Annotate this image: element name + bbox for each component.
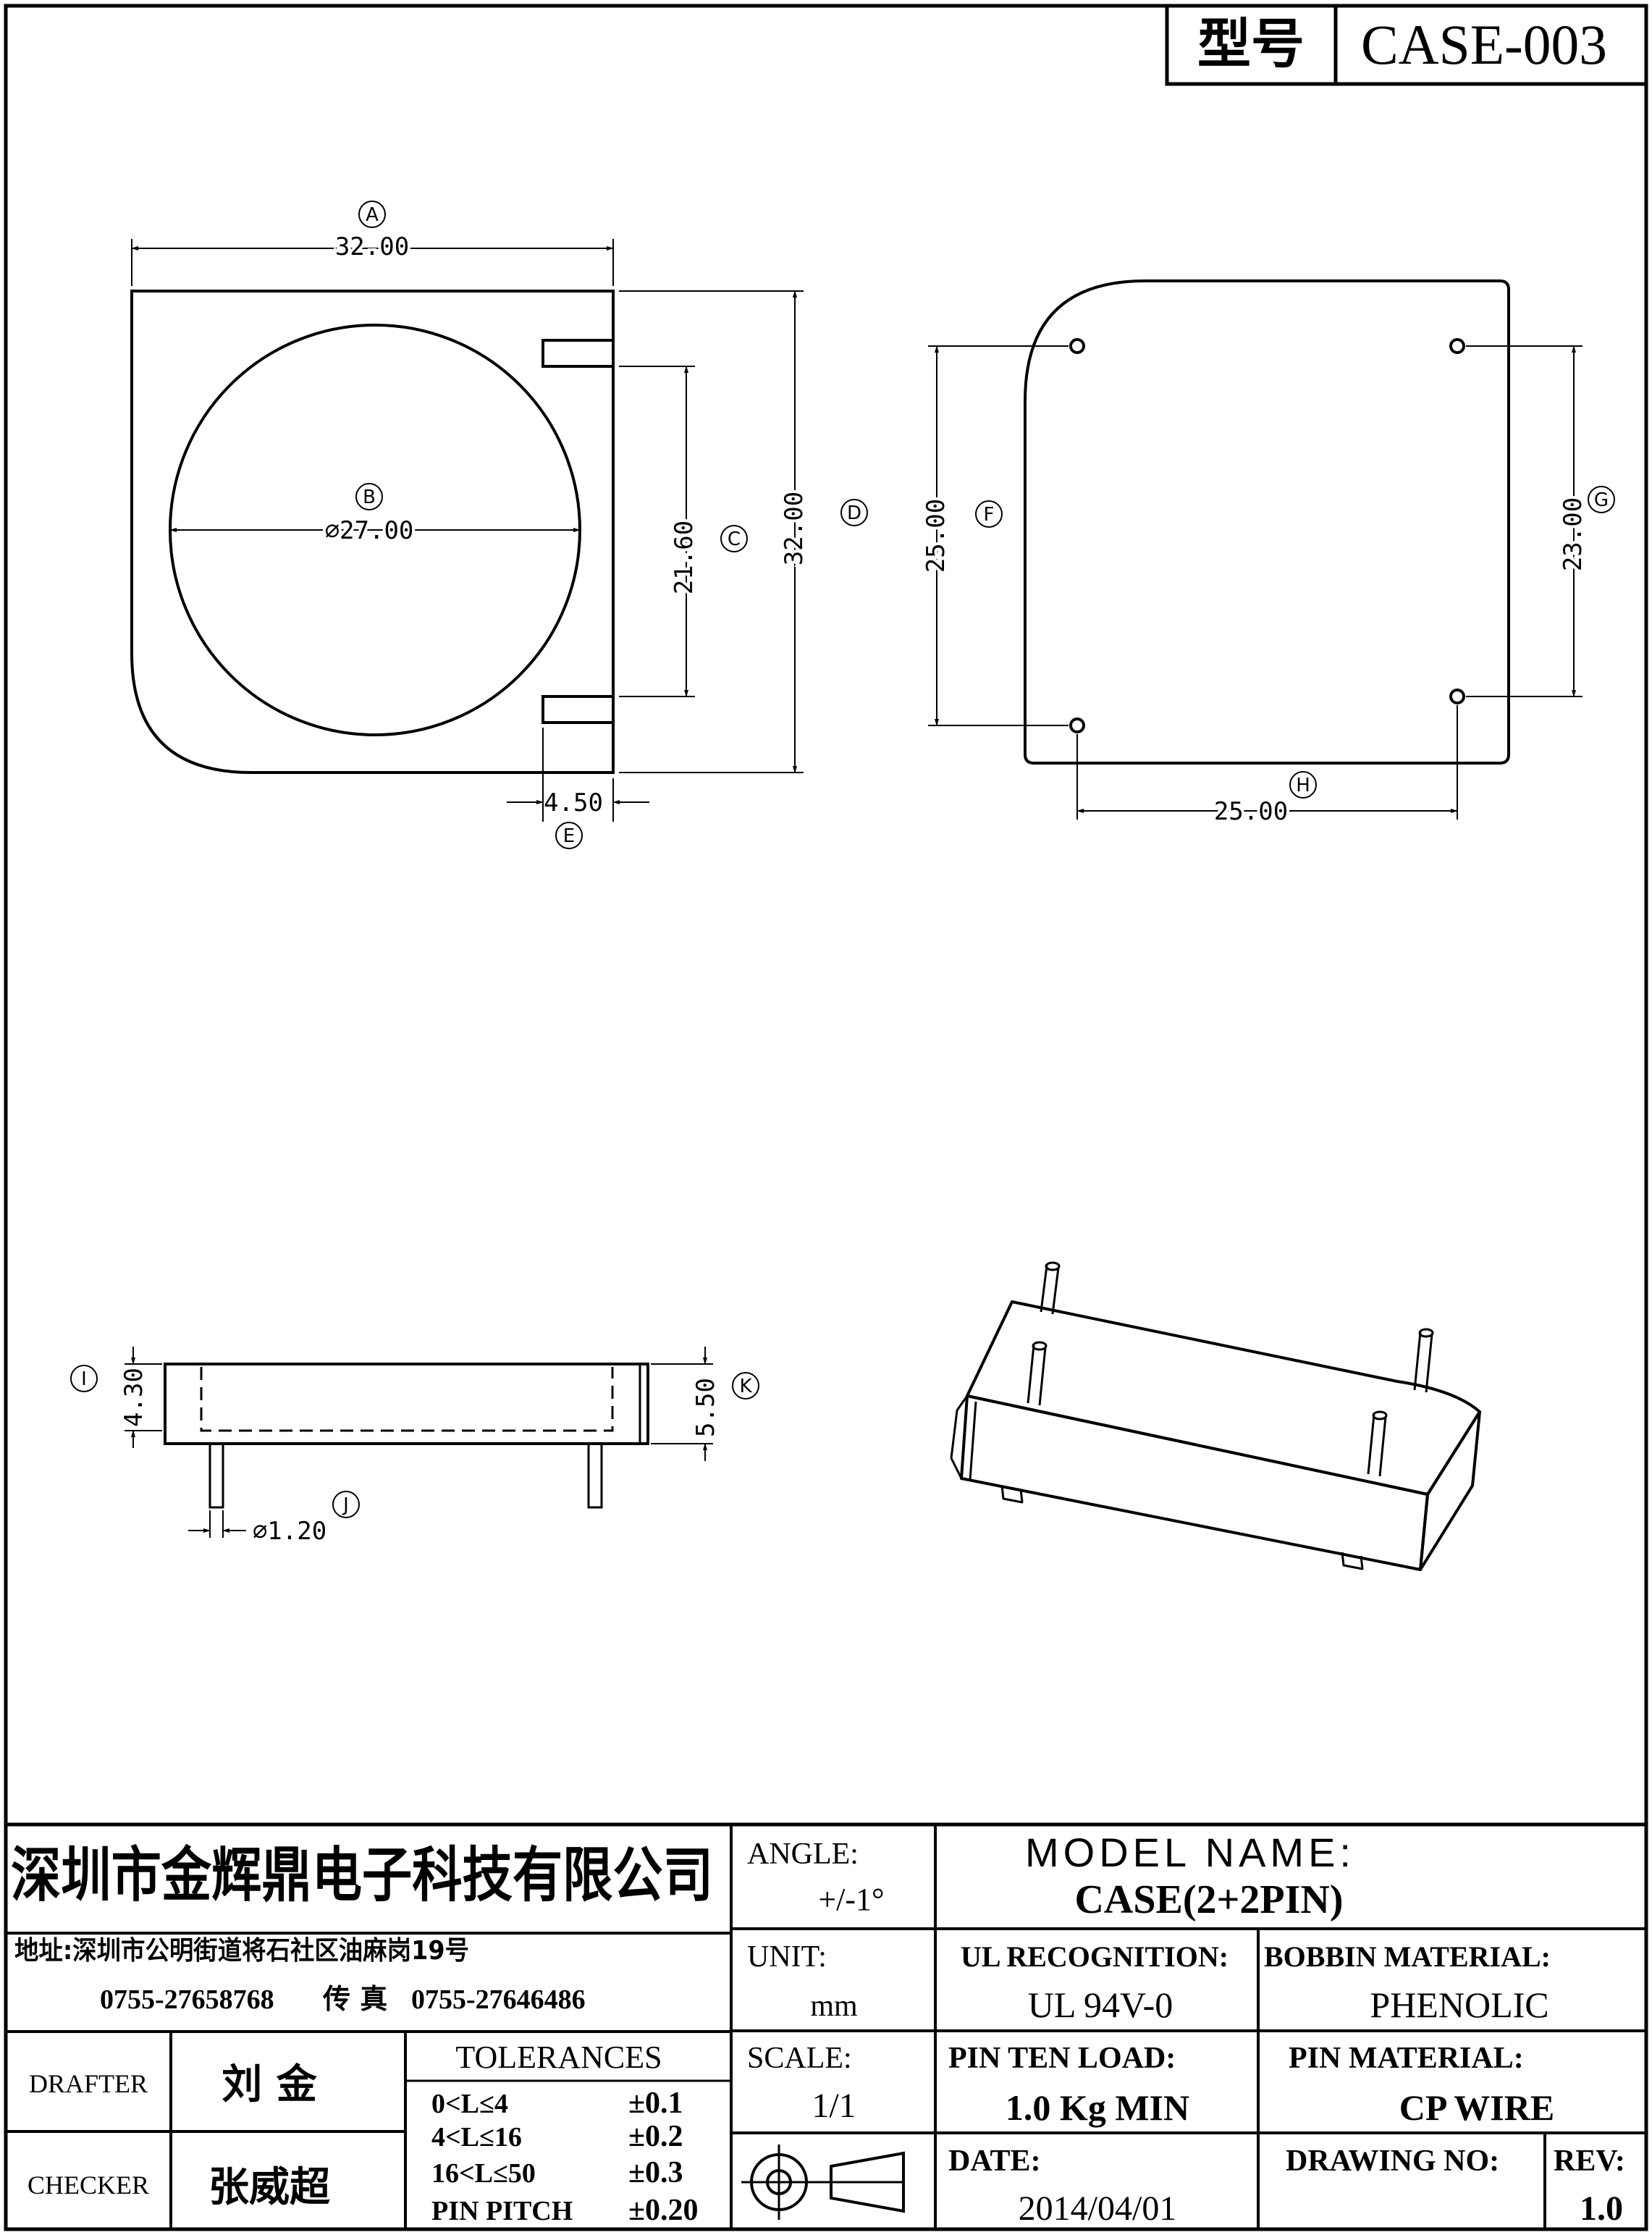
tolerance-range: 16<L≤50 (431, 2158, 536, 2189)
dim-B-value: ⌀27.00 (325, 516, 414, 545)
date-value: 2014/04/01 (1019, 2189, 1177, 2228)
bobbin-value: PHENOLIC (1370, 1984, 1548, 2025)
iso-notch-right (1341, 1552, 1364, 1570)
title-block (6, 1822, 1646, 2229)
sheet-border (4, 4, 1648, 2231)
tolerance-value: ±0.20 (628, 2194, 699, 2227)
scale-value: 1/1 (812, 2087, 856, 2125)
dim-C-letter: C (728, 529, 741, 550)
ul-label: UL RECOGNITION: (961, 1940, 1229, 1973)
tolerance-value: ±0.3 (628, 2156, 683, 2189)
tolerance-table: 0<L≤4 ±0.1 4<L≤16 ±0.2 16<L≤50 ±0.3 PIN … (431, 2087, 699, 2227)
unit-label: UNIT: (747, 1940, 827, 1974)
pin-load-value: 1.0 Kg MIN (1006, 2087, 1189, 2128)
bottom-view (1024, 279, 1510, 765)
tolerances-label: TOLERANCES (455, 2040, 662, 2075)
drafter-value: 刘 金 (222, 2061, 317, 2108)
pin-hole-top-right (1449, 338, 1465, 354)
bobbin-label: BOBBIN MATERIAL: (1264, 1940, 1551, 1973)
bottom-view-dimensions (928, 345, 1583, 820)
iso-front-face (960, 1394, 1429, 1571)
dim-H-value: 25.00 (1214, 797, 1288, 826)
tolerance-range: PIN PITCH (431, 2196, 573, 2226)
top-view-slot-lower (541, 695, 613, 724)
iso-left-face (950, 1394, 969, 1480)
dim-H-letter: H (1296, 775, 1310, 796)
dim-G-letter: G (1594, 489, 1609, 511)
tolerance-range: 4<L≤16 (431, 2122, 522, 2152)
checker-value: 张威超 (208, 2164, 331, 2211)
angle-label: ANGLE: (747, 1838, 859, 1871)
dim-A-value: 32.00 (335, 232, 409, 261)
dim-I-value: 4.30 (119, 1368, 148, 1427)
pin-hole-bottom-right (1449, 689, 1465, 704)
model-name-label: MODEL NAME: (1025, 1830, 1355, 1875)
pin-load-label: PIN TEN LOAD: (948, 2042, 1176, 2075)
pin-material-value: CP WIRE (1399, 2087, 1554, 2128)
dim-F-value: 25.00 (922, 499, 951, 573)
side-view-hidden-cavity (200, 1367, 614, 1432)
model-name-value: CASE(2+2PIN) (1074, 1877, 1343, 1922)
side-view-pin-right (587, 1442, 603, 1509)
dim-G-value: 23.00 (1559, 497, 1588, 571)
dim-J-letter: J (342, 1494, 349, 1516)
date-label: DATE: (948, 2144, 1041, 2178)
side-view-pin-left (208, 1442, 224, 1509)
dim-I-letter: I (81, 1368, 87, 1390)
bottom-view-outline (1024, 279, 1510, 765)
title-block-text: 深圳市金辉鼎电子科技有限公司 地址:深圳市公明街道将石社区油麻岗19号 0755… (11, 1830, 1625, 2228)
top-view-dimensions (131, 239, 804, 822)
company-name: 深圳市金辉鼎电子科技有限公司 (11, 1841, 713, 1910)
pin-material-label: PIN MATERIAL: (1289, 2042, 1524, 2075)
unit-value: mm (810, 1990, 858, 2023)
angle-value: +/-1° (818, 1882, 884, 1917)
iso-pins (1027, 1261, 1434, 1477)
pin-hole-bottom-left (1069, 717, 1085, 733)
top-view-slot-upper (541, 339, 613, 368)
model-value: CASE-003 (1361, 13, 1607, 76)
model-label: 型号 (1197, 13, 1305, 75)
isometric-view (950, 1261, 1481, 1571)
dim-D-value: 32.00 (780, 492, 809, 565)
dim-E-value: 4.50 (544, 788, 603, 817)
dim-C-value: 21.60 (670, 521, 699, 594)
projection-symbol-icon (741, 2144, 905, 2220)
top-view-outline (130, 290, 615, 774)
side-view-dimensions (125, 1347, 713, 1538)
tolerance-value: ±0.1 (628, 2087, 683, 2120)
scale-label: SCALE: (747, 2042, 852, 2075)
tolerance-value: ±0.2 (628, 2120, 683, 2153)
ul-value: UL 94V-0 (1028, 1984, 1173, 2025)
side-view-dim-labels: 4.30 I 5.50 K ⌀1.20 J (70, 1365, 759, 1546)
dim-A-letter: A (366, 204, 379, 226)
model-header-box: 型号 CASE-003 (1165, 4, 1648, 86)
iso-end-face (1419, 1410, 1481, 1571)
company-fax-label: 传 真 (322, 1983, 387, 2015)
bottom-view-dim-labels: 25.00 F 23.00 G 25.00 H (919, 486, 1615, 829)
dim-E-letter: E (563, 825, 575, 847)
side-view-body (164, 1363, 649, 1445)
company-fax: 0755-27646486 (411, 1984, 586, 2015)
dim-B-letter: B (363, 487, 376, 508)
dim-J-value: ⌀1.20 (253, 1517, 326, 1546)
drafter-label: DRAFTER (29, 2069, 148, 2098)
top-view-dim-labels: A 32.00 B ⌀27.00 21.60 C 32.00 D 4.50 E (322, 201, 868, 849)
tolerance-range: 0<L≤4 (431, 2089, 508, 2119)
pin-hole-top-left (1069, 338, 1085, 354)
dim-K-value: 5.50 (691, 1378, 720, 1437)
side-view (164, 1363, 649, 1509)
checker-label: CHECKER (28, 2171, 149, 2200)
drawing-no-label: DRAWING NO: (1286, 2144, 1499, 2178)
dim-D-letter: D (847, 502, 861, 524)
rev-label: REV: (1554, 2144, 1625, 2178)
rev-value: 1.0 (1580, 2189, 1623, 2228)
dim-F-letter: F (984, 504, 995, 526)
iso-top-face (966, 1300, 1481, 1496)
iso-notch-left (1000, 1485, 1024, 1504)
dim-K-letter: K (739, 1376, 752, 1397)
company-address: 地址:深圳市公明街道将石社区油麻岗19号 (14, 1936, 469, 1966)
company-phone: 0755-27658768 (100, 1984, 274, 2015)
